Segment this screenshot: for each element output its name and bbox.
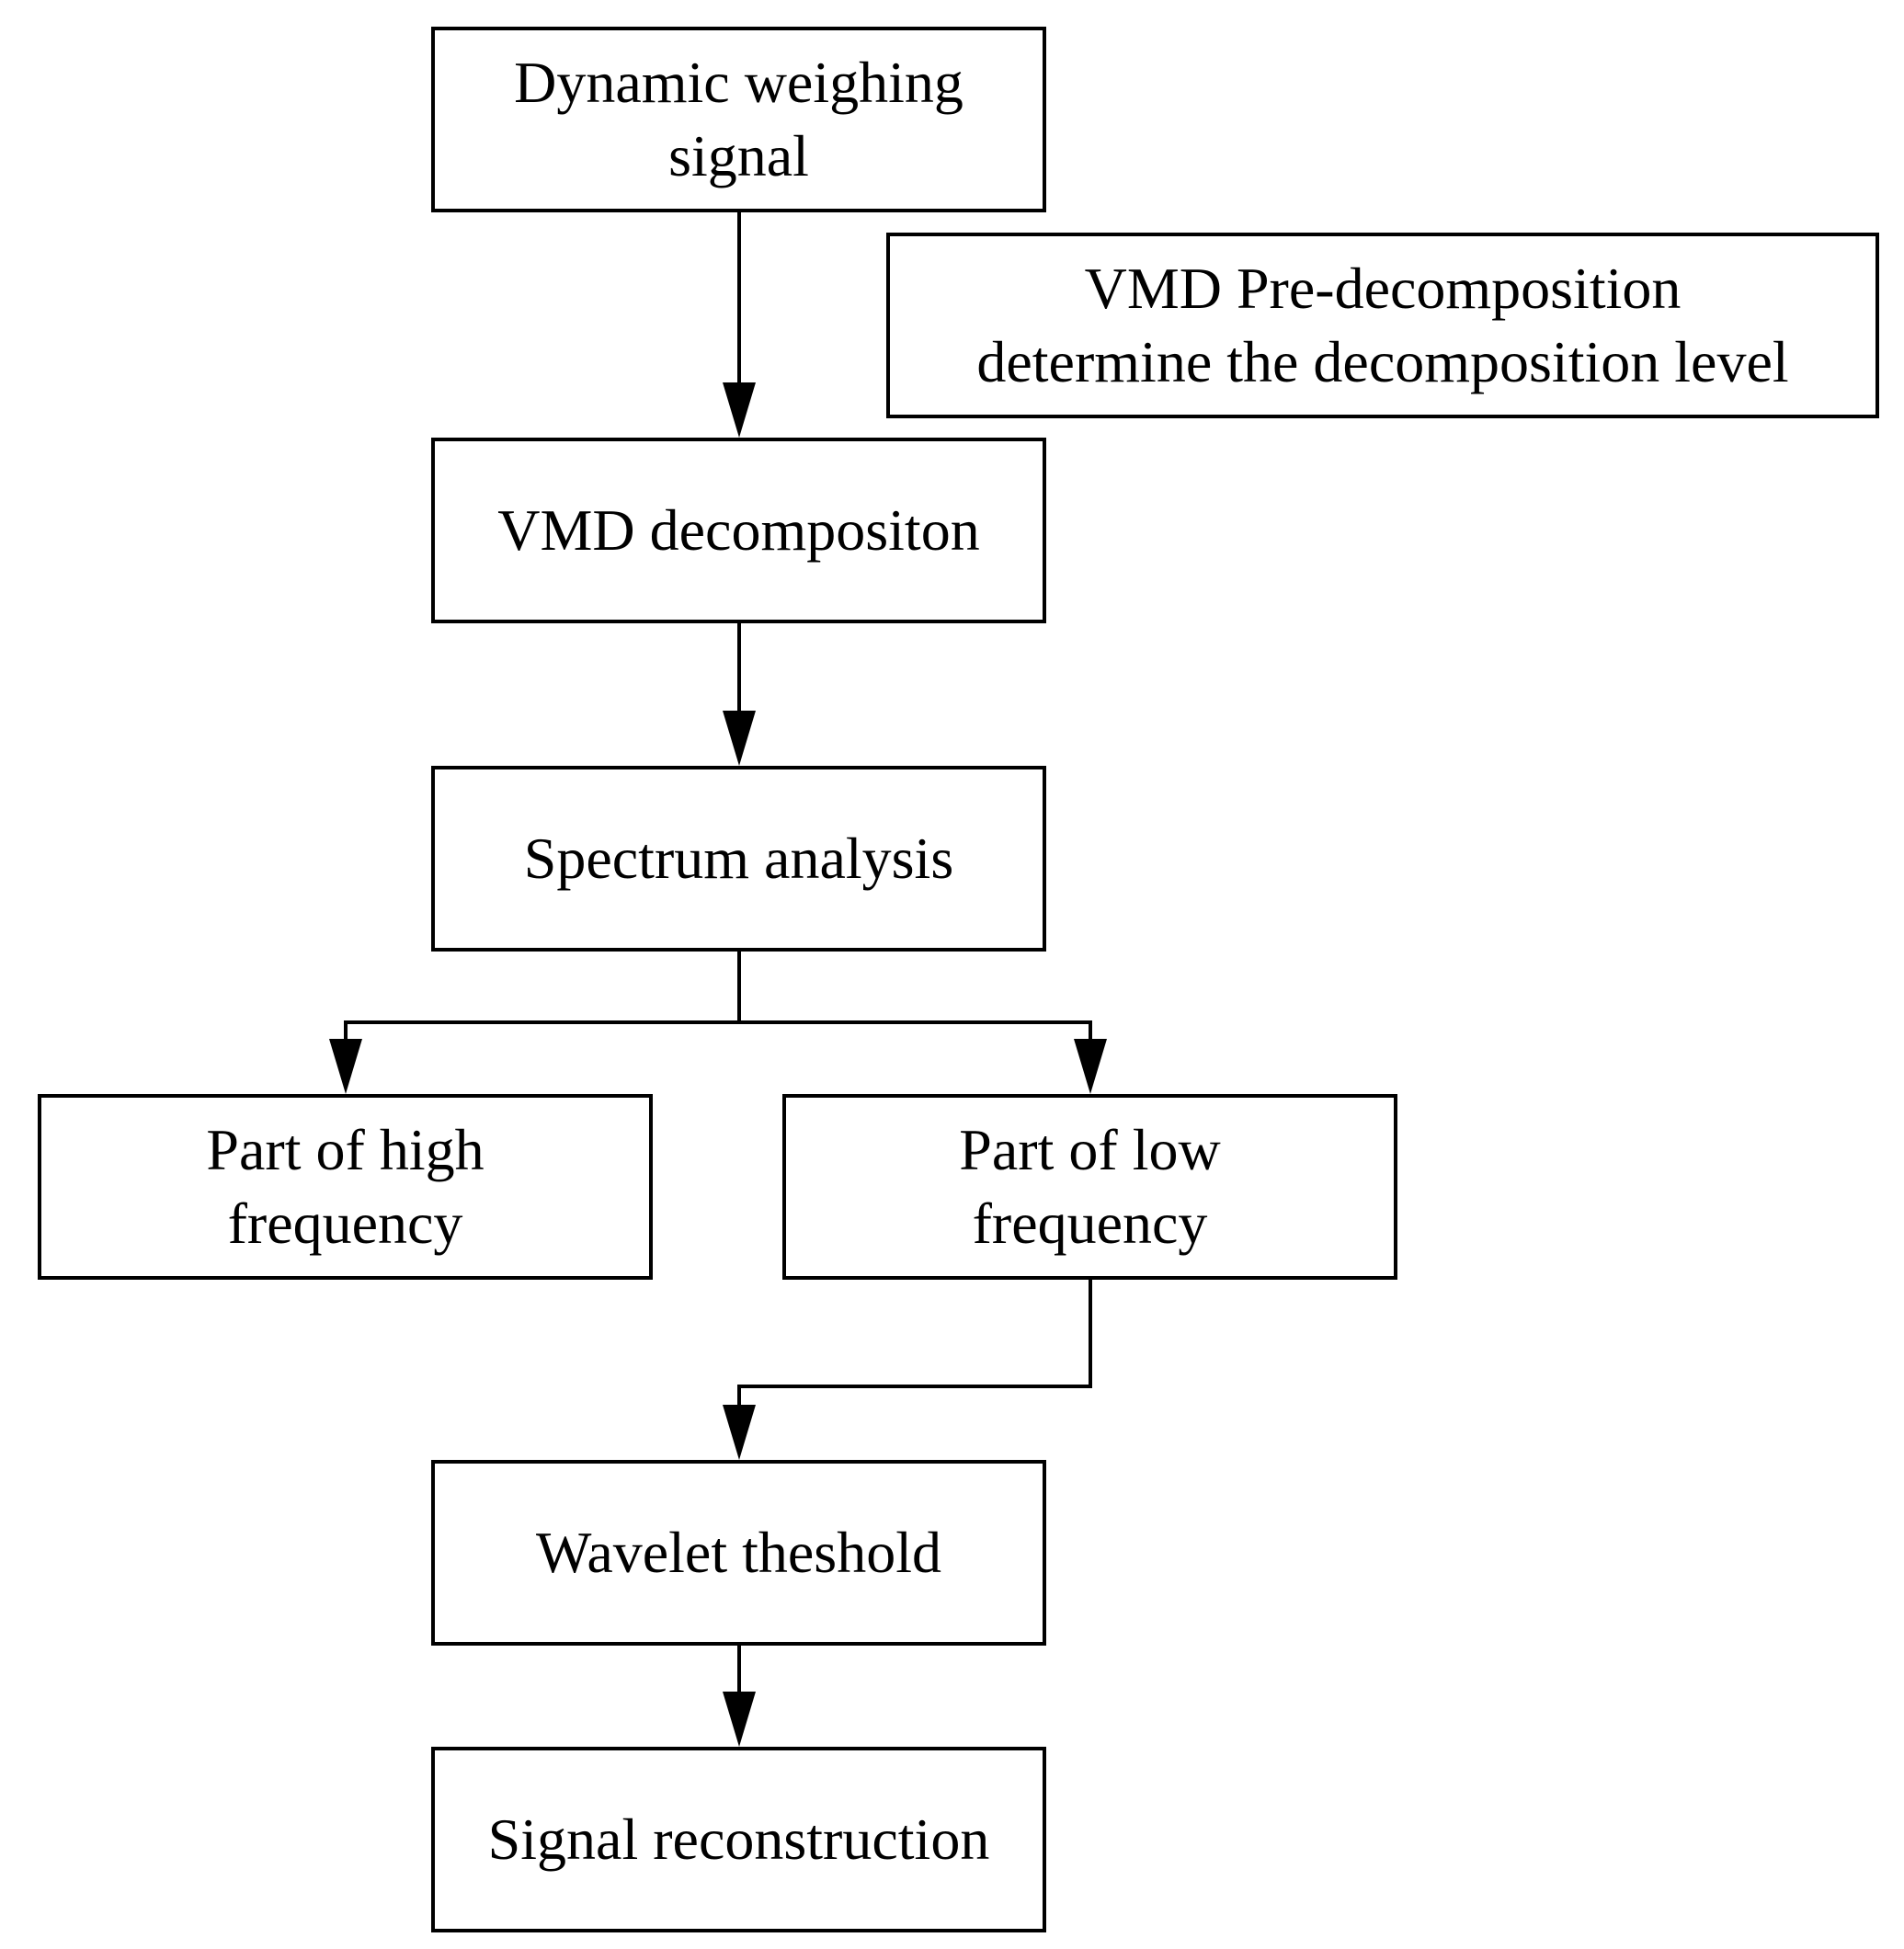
node-label-line: Spectrum analysis (523, 826, 954, 891)
edge-low-to-wavelet (737, 1280, 1092, 1410)
node-wavelet-threshold: Wavelet theshold (431, 1460, 1046, 1646)
arrowhead-wavelet (723, 1405, 756, 1460)
node-label-line: frequency (972, 1191, 1208, 1256)
node-label-line: determine the decomposition level (976, 329, 1789, 394)
node-part-of-high-frequency: Part of high frequency (38, 1094, 653, 1280)
arrowhead-low (1074, 1039, 1107, 1094)
edge-spectrum-to-low (739, 1020, 1092, 1044)
node-label-line: Wavelet theshold (536, 1520, 941, 1585)
node-label-line: Part of low (959, 1117, 1221, 1182)
arrowhead-high (329, 1039, 362, 1094)
node-dynamic-weighing-signal: Dynamic weighing signal (431, 27, 1046, 212)
arrowhead-spectrum (723, 711, 756, 766)
edge-spectrum-to-high (344, 952, 741, 1044)
node-vmd-decomposition: VMD decompositon (431, 438, 1046, 623)
arrowhead-vmd (723, 382, 756, 438)
node-label-line: Part of high (206, 1117, 485, 1182)
node-label-line: VMD decompositon (497, 497, 980, 563)
node-label-line: Dynamic weighing (514, 50, 963, 115)
node-spectrum-analysis: Spectrum analysis (431, 766, 1046, 952)
node-label-line: VMD Pre-decomposition (1084, 256, 1682, 321)
node-vmd-pre-decomposition: VMD Pre-decomposition determine the deco… (886, 233, 1879, 418)
node-label-line: signal (668, 123, 809, 188)
node-label-line: Signal reconstruction (487, 1807, 990, 1872)
arrowhead-recon (723, 1692, 756, 1747)
node-signal-reconstruction: Signal reconstruction (431, 1747, 1046, 1932)
node-label-line: frequency (227, 1191, 463, 1256)
node-part-of-low-frequency: Part of low frequency (782, 1094, 1397, 1280)
